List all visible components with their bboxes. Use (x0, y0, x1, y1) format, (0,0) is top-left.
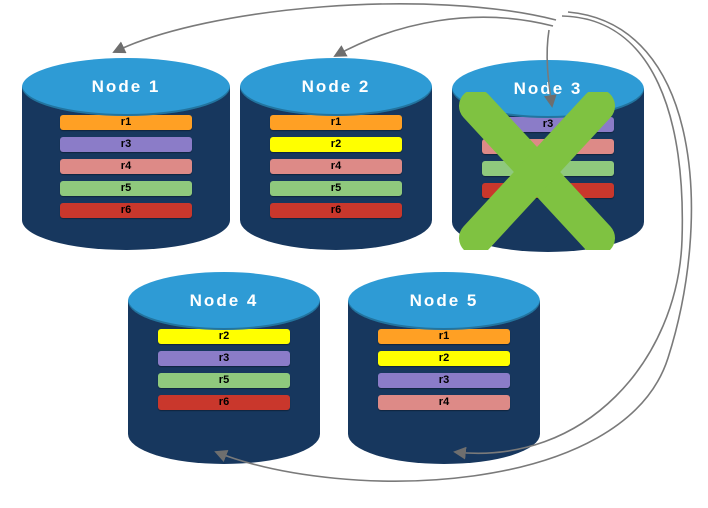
replica-row-r5: r5 (60, 181, 192, 196)
node-2-cylinder-top: Node 2 (240, 58, 432, 116)
replica-row-r2: r2 (378, 351, 510, 366)
replica-row-r6: r6 (158, 395, 290, 410)
replica-row-r4: r4 (482, 139, 614, 154)
node-1-rows: r1 r3 r4 r5 r6 (22, 115, 230, 218)
replica-row-r5: r5 (482, 161, 614, 176)
replica-row-r3: r3 (158, 351, 290, 366)
node-3-rows: r3 r4 r5 r6 (452, 117, 644, 198)
node-2: r1 r2 r4 r5 r6 Node 2 (240, 58, 432, 250)
arrow-node3-to-node1 (112, 3, 557, 54)
node-1: r1 r3 r4 r5 r6 Node 1 (22, 58, 230, 250)
replica-row-r1: r1 (270, 115, 402, 130)
node-4: r2 r3 r5 r6 Node 4 (128, 272, 320, 464)
node-4-rows: r2 r3 r5 r6 (128, 329, 320, 410)
replica-row-r3: r3 (482, 117, 614, 132)
node-3-title: Node 3 (513, 79, 583, 98)
replica-row-r6: r6 (270, 203, 402, 218)
replica-row-r2: r2 (158, 329, 290, 344)
replica-row-r4: r4 (60, 159, 192, 174)
replica-row-r5: r5 (270, 181, 402, 196)
node-1-cylinder-top: Node 1 (22, 58, 230, 116)
node-3-failed: r3 r4 r5 r6 Node 3 (452, 60, 644, 252)
replica-row-r2: r2 (270, 137, 402, 152)
replica-row-r1: r1 (378, 329, 510, 344)
node-2-rows: r1 r2 r4 r5 r6 (240, 115, 432, 218)
node-5-title: Node 5 (409, 291, 479, 310)
replica-row-r4: r4 (270, 159, 402, 174)
node-4-title: Node 4 (189, 291, 259, 310)
replica-row-r6: r6 (482, 183, 614, 198)
arrow-node3-to-node2 (333, 16, 554, 57)
replica-row-r4: r4 (378, 395, 510, 410)
node-2-title: Node 2 (301, 77, 371, 96)
node-5-rows: r1 r2 r3 r4 (348, 329, 540, 410)
node-5: r1 r2 r3 r4 Node 5 (348, 272, 540, 464)
replica-row-r3: r3 (378, 373, 510, 388)
node-5-cylinder-top: Node 5 (348, 272, 540, 330)
replica-row-r3: r3 (60, 137, 192, 152)
replica-row-r6: r6 (60, 203, 192, 218)
node-3-cylinder-top: Node 3 (452, 60, 644, 118)
node-4-cylinder-top: Node 4 (128, 272, 320, 330)
node-1-title: Node 1 (91, 77, 161, 96)
replica-row-r5: r5 (158, 373, 290, 388)
replica-row-r1: r1 (60, 115, 192, 130)
